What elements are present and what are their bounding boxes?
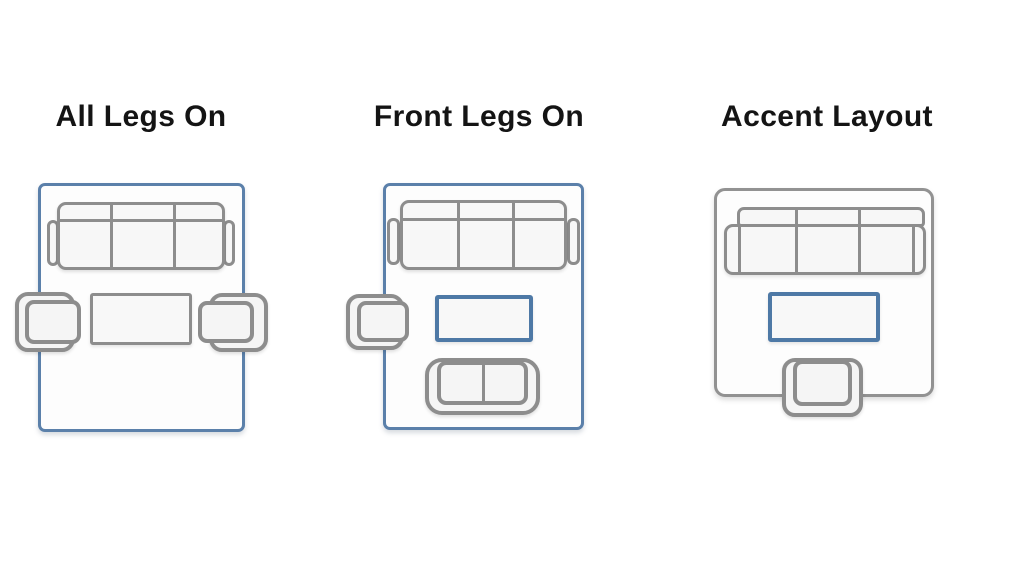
accent-coffee-table-shape — [768, 292, 880, 342]
coffee-table-shape — [90, 293, 192, 345]
sofa-body — [400, 200, 567, 270]
loveseat-cushion-divider — [482, 365, 485, 401]
ottoman-seat — [793, 360, 852, 406]
sofa-back-divider — [795, 210, 798, 224]
sofa-armrest-divider — [912, 227, 915, 272]
ottoman-chair-shape — [782, 358, 863, 417]
sofa-cushion-divider — [173, 205, 176, 267]
accent-coffee-table-shape — [435, 295, 533, 342]
loveseat-shape — [425, 358, 540, 415]
sofa-back-divider — [60, 219, 222, 222]
sofa-shape — [385, 198, 582, 272]
sofa-seat — [724, 224, 926, 275]
sofa-armrest-left — [387, 218, 400, 265]
sofa-cushion-divider — [795, 227, 798, 272]
sofa-shape — [45, 200, 237, 272]
loveseat-seat — [437, 361, 528, 405]
diagram-title: All Legs On — [55, 100, 227, 133]
sofa-back-divider — [403, 218, 564, 221]
sofa-armrest-right — [567, 218, 580, 265]
sofa-armrest-divider — [738, 227, 741, 272]
armchair-left-shape — [346, 294, 410, 351]
armchair-seat — [25, 300, 81, 344]
diagram-title: Front Legs On — [373, 100, 585, 133]
sofa-cushion-divider — [858, 227, 861, 272]
sofa-cushion-divider — [512, 203, 515, 267]
diagram-title: Accent Layout — [721, 100, 933, 133]
sofa-cushion-divider — [110, 205, 113, 267]
sofa-back-divider — [858, 210, 861, 224]
sofa-body — [57, 202, 225, 270]
armchair-left-shape — [15, 292, 81, 352]
sofa-shape — [724, 207, 926, 275]
armchair-seat — [198, 301, 254, 343]
armchair-right-shape — [198, 292, 268, 352]
sofa-cushion-divider — [457, 203, 460, 267]
armchair-seat — [357, 301, 409, 342]
